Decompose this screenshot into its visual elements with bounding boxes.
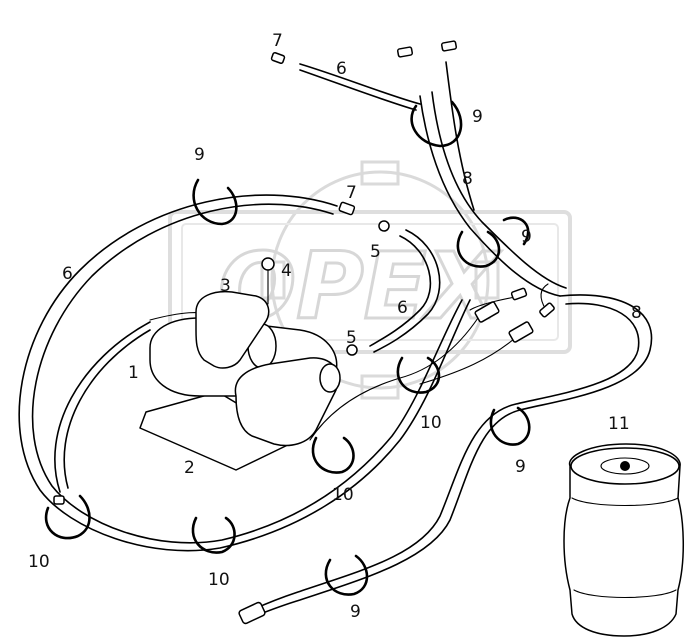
callout-10-left: 10 (28, 552, 50, 572)
fitting-5-upper (378, 220, 390, 232)
callout-3: 3 (220, 276, 231, 296)
clip-10-left (44, 494, 91, 540)
electrical-connector-a (474, 301, 500, 323)
callout-7-middle: 7 (346, 183, 357, 203)
callout-9-bottom: 9 (350, 602, 361, 622)
clip-10-bottom (191, 516, 236, 554)
callout-7-top: 7 (272, 31, 283, 51)
callout-8-upper: 8 (462, 169, 473, 189)
callout-9-upper-left: 9 (194, 145, 205, 165)
callout-6-left: 6 (62, 264, 73, 284)
fitting-7-middle (338, 201, 356, 216)
callout-1: 1 (128, 363, 139, 383)
air-lines (18, 61, 653, 619)
callout-10-center: 10 (420, 413, 442, 433)
callout-4: 4 (281, 261, 292, 281)
clip-9-upper-left (192, 178, 238, 226)
clip-9-top (410, 100, 463, 148)
fitting-4 (261, 257, 275, 271)
callout-10-compressor: 10 (332, 485, 354, 505)
fittings (53, 40, 555, 625)
clip-9-right (456, 230, 501, 268)
callout-11: 11 (608, 414, 630, 434)
clip-9-bottom (324, 554, 369, 596)
electrical-connector-b (508, 321, 534, 343)
callout-10-bottom: 10 (208, 570, 230, 590)
callout-2: 2 (184, 458, 195, 478)
clip-9-lower-right (489, 406, 531, 446)
air-spring (563, 443, 684, 637)
gear-icon (260, 160, 500, 400)
electrical-connector-c (510, 287, 528, 301)
callouts: 1 2 3 4 5 5 6 6 6 7 7 8 8 9 9 9 9 9 10 1… (28, 31, 642, 622)
callout-9-lower-right: 9 (515, 457, 526, 477)
callout-6-top: 6 (336, 59, 347, 79)
clip-10-center (396, 356, 441, 394)
top-connector-a (396, 46, 414, 58)
compressor-assembly (139, 257, 341, 471)
fitting-5-lower (346, 344, 358, 356)
watermark-frame (168, 210, 572, 354)
fitting-7-upper (270, 52, 286, 64)
top-connector-b (440, 40, 458, 52)
callout-9-right: 9 (521, 227, 532, 247)
hose-end-fitting (238, 601, 266, 625)
callout-5-lower: 5 (346, 328, 357, 348)
clip-10-compressor (311, 436, 355, 474)
callout-9-top: 9 (472, 107, 483, 127)
electrical-connector-d (539, 302, 555, 318)
callout-8-right: 8 (631, 303, 642, 323)
cable-clips (44, 100, 531, 596)
callout-5-upper: 5 (370, 242, 381, 262)
motor-unit (234, 357, 340, 447)
callout-6-center: 6 (397, 298, 408, 318)
compressor-bracket (195, 290, 270, 369)
